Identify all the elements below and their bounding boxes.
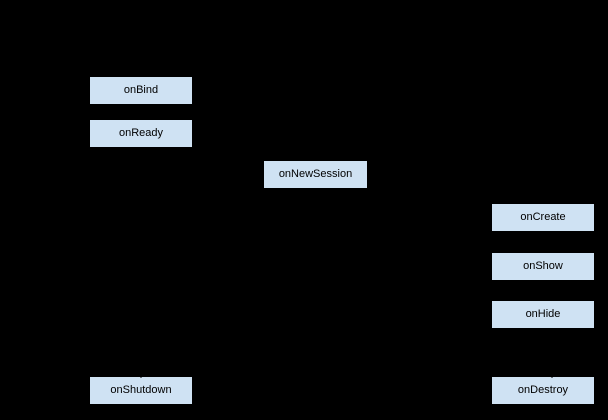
node-onready: onReady xyxy=(89,119,193,148)
node-onshutdown: onShutdown xyxy=(89,376,193,405)
node-oncreate: onCreate xyxy=(491,203,595,232)
node-onshow: onShow xyxy=(491,252,595,281)
arrowhead-icon xyxy=(548,374,556,378)
node-onnewsession: onNewSession xyxy=(263,160,368,189)
node-onhide: onHide xyxy=(491,300,595,329)
arrowhead-icon xyxy=(137,374,145,378)
node-ondestroy: onDestroy xyxy=(491,376,595,405)
node-onbind: onBind xyxy=(89,76,193,105)
